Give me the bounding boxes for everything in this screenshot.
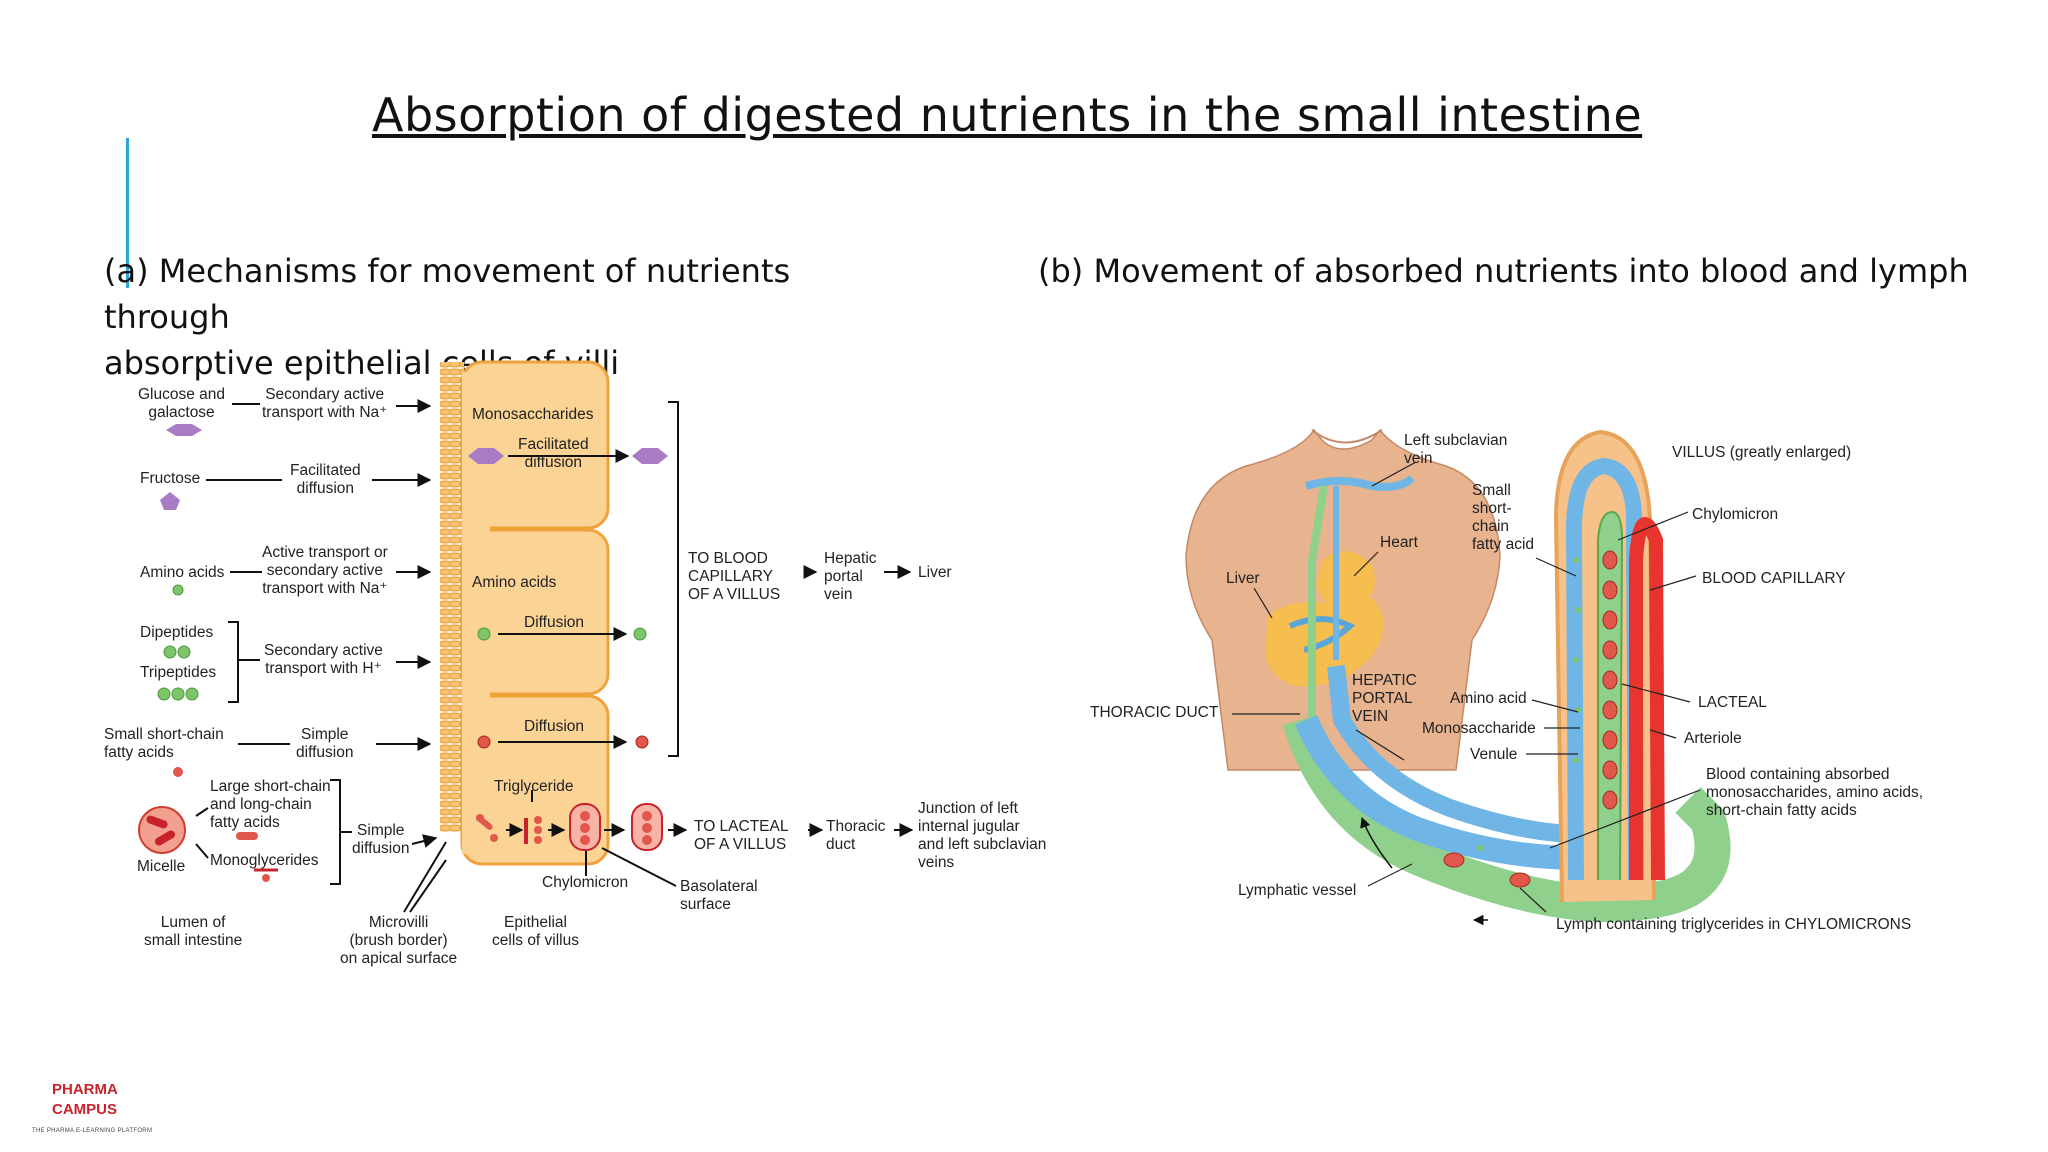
cell-green-dot (477, 627, 491, 641)
logo-tagline: THE PHARMA E-LEARNING PLATFORM (32, 1128, 153, 1134)
label-amino: Amino acids (140, 564, 225, 581)
label-simple-diffusion-2: Simple diffusion (352, 822, 410, 857)
heart-shape (1316, 551, 1375, 614)
label-left-subclavian: Left subclavian vein (1404, 432, 1508, 467)
output-liver: Liver (918, 564, 952, 581)
label-hepatic-portal: HEPATIC PORTAL VEIN (1352, 672, 1417, 725)
logo-line1: PHARMA (52, 1081, 118, 1098)
label-villus: VILLUS (greatly enlarged) (1672, 444, 1852, 461)
label-secondary-h: Secondary active transport with H⁺ (264, 642, 383, 677)
label-thoracic-duct: THORACIC DUCT (1090, 704, 1219, 721)
label-facilitated: Facilitated diffusion (290, 462, 361, 497)
label-scfa: Small short-chain fatty acids (104, 726, 224, 761)
cell-label-chylomicron: Chylomicron (542, 874, 629, 891)
label-monosaccharide: Monosaccharide (1422, 720, 1536, 737)
label-epithelial: Epithelial cells of villus (492, 914, 579, 949)
label-lcfa: Large short-chain and long-chain fatty a… (210, 778, 331, 831)
label-active-na: Active transport or secondary active tra… (262, 544, 388, 597)
label-chylomicron-b: Chylomicron (1692, 506, 1779, 523)
label-microvilli: Microvilli (brush border) on apical surf… (340, 914, 458, 967)
label-micelle: Micelle (137, 858, 186, 875)
cell-label-mono: Monosaccharides (472, 406, 594, 423)
cell-label-amino: Amino acids (472, 574, 557, 591)
cell-hexagon-left (468, 448, 504, 464)
label-blood-containing: Blood containing absorbed monosaccharide… (1706, 766, 1924, 819)
label-basolateral: Basolateral surface (680, 878, 758, 913)
slide-title: Absorption of digested nutrients in the … (372, 88, 1643, 142)
panel-a-heading-line1: (a) Mechanisms for movement of nutrients… (104, 252, 791, 336)
label-monoglycerides: Monoglycerides (210, 852, 319, 869)
cell-label-diffusion-2: Diffusion (524, 718, 585, 735)
cell-label-diffusion-1: Diffusion (524, 614, 585, 631)
accent-bar (126, 138, 129, 288)
label-venule: Venule (1470, 746, 1518, 763)
cell-label-triglyceride: Triglyceride (494, 778, 574, 795)
exit-green-dot (633, 627, 647, 641)
villus-capillary (1629, 517, 1665, 881)
glucose-hexagon (166, 424, 202, 436)
fructose-pentagon (160, 492, 180, 510)
hepatic-portal-line (1327, 665, 1591, 844)
villus-lacteal (1597, 510, 1624, 881)
label-liver-b: Liver (1226, 570, 1260, 587)
label-lacteal: LACTEAL (1698, 694, 1767, 711)
label-scfa-b: Small short- chain fatty acid (1472, 482, 1535, 553)
label-heart: Heart (1380, 534, 1418, 551)
output-thoracic: Thoracic duct (826, 818, 886, 853)
label-lymphatic-vessel: Lymphatic vessel (1238, 882, 1357, 899)
label-dipeptides: Dipeptides (140, 624, 214, 641)
villus-blue-vessel (1565, 457, 1644, 881)
scfa-dot (173, 767, 183, 777)
brand-logo: PHARMA CAMPUS (52, 1080, 118, 1120)
label-tripeptides: Tripeptides (140, 664, 217, 681)
cell-label-fac: Facilitated diffusion (518, 436, 589, 471)
left-subclavian-vein (1304, 474, 1415, 491)
panel-b-heading: (b) Movement of absorbed nutrients into … (1038, 252, 1969, 290)
microvilli-border (440, 362, 464, 832)
label-glucose: Glucose and galactose (138, 386, 226, 421)
amino-acid-dot (172, 584, 184, 596)
logo-line2: CAMPUS (52, 1101, 118, 1118)
label-blood-capillary: BLOOD CAPILLARY (1702, 570, 1846, 587)
label-arteriole: Arteriole (1684, 730, 1742, 747)
exit-hexagon (632, 448, 668, 464)
label-secondary-na: Secondary active transport with Na⁺ (262, 386, 388, 421)
output-hepatic: Hepatic portal vein (824, 550, 877, 603)
label-lumen: Lumen of small intestine (144, 914, 243, 949)
output-junction: Junction of left internal jugular and le… (918, 800, 1047, 871)
label-fructose: Fructose (140, 470, 201, 487)
label-amino-acid: Amino acid (1450, 690, 1527, 707)
output-blood: TO BLOOD CAPILLARY OF A VILLUS (688, 550, 781, 603)
label-simple-diffusion-1: Simple diffusion (296, 726, 354, 761)
label-lymph: Lymph containing triglycerides in CHYLOM… (1556, 916, 1912, 933)
output-lacteal: TO LACTEAL OF A VILLUS (694, 818, 789, 853)
